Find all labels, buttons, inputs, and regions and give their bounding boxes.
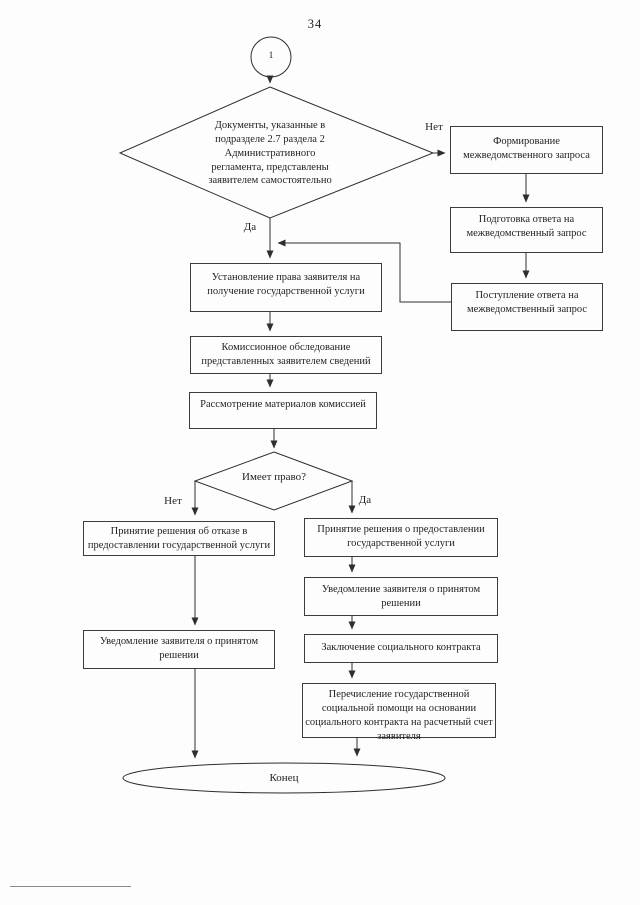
commission-review-box: Рассмотрение материалов комиссией — [189, 392, 377, 429]
page-number: 34 — [307, 17, 323, 31]
establish-right-box: Установление права заявителя на получени… — [190, 263, 382, 312]
refusal-decision-box: Принятие решения об отказе в предоставле… — [83, 521, 275, 556]
label-no-1: Нет — [425, 121, 443, 133]
notify-grant-box: Уведомление заявителя о принятом решении — [304, 577, 498, 616]
conclude-contract-box: Заключение социального контракта — [304, 634, 498, 663]
end-terminator-shape — [122, 762, 446, 794]
label-yes-2: Да — [358, 494, 372, 506]
grant-decision-box: Принятие решения о предоставлении госуда… — [304, 518, 498, 557]
footnote-rule — [10, 886, 131, 887]
commission-survey-box: Комиссионное обследование представленных… — [190, 336, 382, 374]
end-terminator-label: Конец — [269, 772, 299, 784]
decision-has-right-shape — [193, 451, 354, 511]
prepare-response-box: Подготовка ответа на межведомственный за… — [450, 207, 603, 253]
label-yes-1: Да — [243, 221, 257, 233]
decision-documents-text: Документы, указанные в подразделе 2.7 ра… — [208, 120, 332, 187]
start-connector-label: 1 — [268, 51, 274, 61]
receive-response-box: Поступление ответа на межведомственный з… — [451, 283, 603, 331]
transfer-payment-box: Перечисление государственной социальной … — [302, 683, 496, 742]
form-request-box: Формирование межведомственного запроса — [450, 126, 603, 174]
notify-refusal-box: Уведомление заявителя о принятом решении — [83, 630, 275, 669]
label-no-2: Нет — [164, 495, 182, 507]
decision-has-right-text: Имеет право? — [242, 471, 306, 483]
